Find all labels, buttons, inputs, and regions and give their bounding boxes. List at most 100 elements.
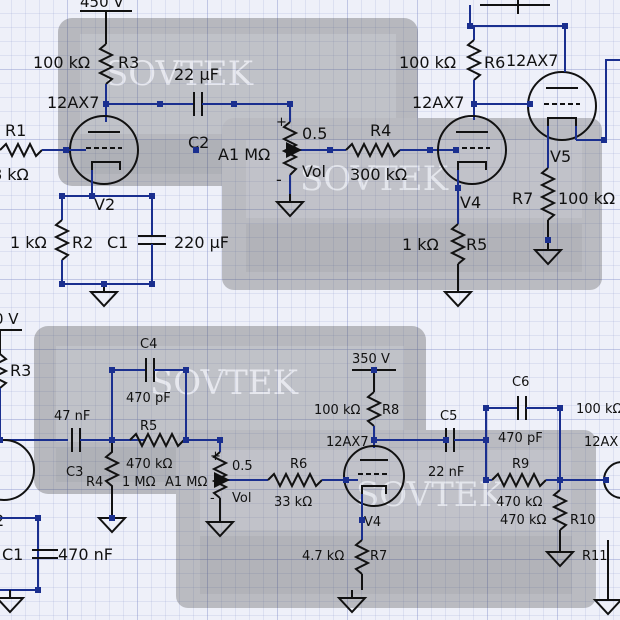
tube2-label: 12AX7	[506, 51, 558, 70]
capacitor-C3-label: C3	[66, 465, 83, 480]
junction-node	[327, 147, 333, 153]
junction-node	[89, 193, 95, 199]
pot-value: 0.5	[232, 459, 253, 474]
resistor-R8-label: R8	[382, 403, 399, 418]
tube-label: 12AX7	[412, 93, 464, 112]
pot-minus-label: -	[276, 170, 282, 189]
resistor-R11-label: R11	[582, 549, 608, 564]
junction-node	[59, 281, 65, 287]
ground-icon	[0, 589, 24, 613]
tube-partial	[0, 439, 35, 501]
tube-V4	[343, 445, 405, 507]
junction-nodes	[0, 23, 609, 593]
junction-node	[545, 237, 551, 243]
pot-plus-label: +	[210, 449, 221, 464]
junction-node	[359, 517, 365, 523]
resistor-R5-value: 1 kΩ	[402, 235, 439, 254]
ground-icon	[90, 283, 118, 307]
capacitor-C1-label: C1	[2, 545, 23, 564]
capacitor-C1-label: C1	[107, 233, 128, 252]
resistor-R4	[345, 141, 401, 159]
node-V4-label: V4	[364, 515, 381, 530]
resistor-R9	[491, 471, 547, 489]
resistor-R5	[129, 431, 185, 449]
tube2-label: 12AX	[584, 435, 618, 450]
junction-node	[601, 137, 607, 143]
resistor-R9-value: 470 kΩ	[496, 495, 542, 510]
resistor-R4-label: R4	[86, 475, 103, 490]
resistor-R7-label: R7	[370, 549, 387, 564]
resistor-R6-label: R6	[290, 457, 307, 472]
junction-node	[287, 101, 293, 107]
capacitor-C1-value: 470 nF	[58, 545, 113, 564]
resistor-R5	[449, 223, 467, 265]
junction-node	[157, 101, 163, 107]
resistor-R2	[53, 219, 71, 261]
svg-text:SOVTEK: SOVTEK	[356, 475, 505, 515]
stage-number: 2	[0, 511, 4, 530]
amp-photo-2: SOVTEK	[222, 118, 602, 290]
junction-node	[35, 587, 41, 593]
resistor-R8-value: 100 kΩ	[314, 403, 360, 418]
svg-text:SOVTEK: SOVTEK	[300, 159, 449, 199]
capacitor-C6-label: C6	[512, 375, 529, 390]
junction-node	[603, 477, 609, 483]
top-left-stage: 450 V 100 kΩ R3 12AX7 22 µF C2 R1 8 kΩ V…	[0, 0, 327, 307]
junction-node	[109, 367, 115, 373]
junction-node	[557, 405, 563, 411]
resistor-R10	[551, 489, 569, 531]
resistor-R3	[97, 43, 115, 85]
junction-node	[109, 515, 115, 521]
pot-label: Vol	[302, 162, 326, 181]
resistor-R3-value: 100 kΩ	[33, 53, 90, 72]
resistor-R5-label: R5	[466, 235, 487, 254]
resistor-R4-value: 300 kΩ	[350, 165, 407, 184]
node-V2-label: V2	[94, 195, 115, 214]
pot-name: A1 MΩ	[165, 475, 208, 490]
tube-label: 12AX7	[326, 435, 369, 450]
pot-label: Vol	[232, 491, 251, 506]
junction-node	[371, 437, 377, 443]
resistor-R3	[0, 353, 9, 389]
resistor-R4	[103, 440, 121, 518]
resistor-R7-label: R7	[512, 189, 533, 208]
junction-node	[231, 101, 237, 107]
junction-node	[193, 147, 199, 153]
resistor-R6	[465, 39, 483, 81]
junction-node	[471, 101, 477, 107]
resistor-R6-value: 100 kΩ	[399, 53, 456, 72]
junction-node	[63, 147, 69, 153]
svg-text:SOVTEK: SOVTEK	[105, 54, 254, 94]
junction-node	[562, 23, 568, 29]
resistor-R5-label: R5	[140, 419, 157, 434]
pot-value: 0.5	[302, 124, 327, 143]
ground-icon	[594, 591, 620, 615]
junction-node	[103, 101, 109, 107]
resistor-R8	[365, 391, 383, 427]
resistor-R6-label: R6	[484, 53, 505, 72]
junction-node	[483, 405, 489, 411]
top-right-stage: R4 300 kΩ 100 kΩ R6 12AX7 V4 1 kΩ R5 12A…	[286, 0, 620, 307]
junction-node	[527, 101, 533, 107]
junction-node	[455, 185, 461, 191]
junction-node	[483, 437, 489, 443]
junction-node	[149, 193, 155, 199]
amp-photo-4: SOVTEK	[176, 430, 596, 608]
amp-photo-1: SOVTEK	[58, 18, 418, 186]
capacitor-C1-value: 220 µF	[174, 233, 229, 252]
node-V5-label: V5	[550, 147, 571, 166]
amp-photo-3: SOVTEK	[34, 326, 426, 494]
resistor-R1-label: R1	[5, 121, 26, 140]
pot-name: A1 MΩ	[218, 145, 270, 164]
node-V4-label: V4	[460, 193, 481, 212]
capacitor-C4-value: 470 pF	[126, 391, 171, 406]
resistor-R1-value: 8 kΩ	[0, 165, 29, 184]
junction-node	[35, 515, 41, 521]
supply-voltage-label: 0 V	[0, 310, 19, 328]
capacitor-C5-label: C5	[440, 409, 457, 424]
capacitor-C4-label: C4	[140, 337, 157, 352]
resistor-R7	[539, 167, 557, 221]
resistor-R1	[0, 141, 43, 159]
capacitor-C6-value: 470 pF	[498, 431, 543, 446]
junction-node	[483, 477, 489, 483]
